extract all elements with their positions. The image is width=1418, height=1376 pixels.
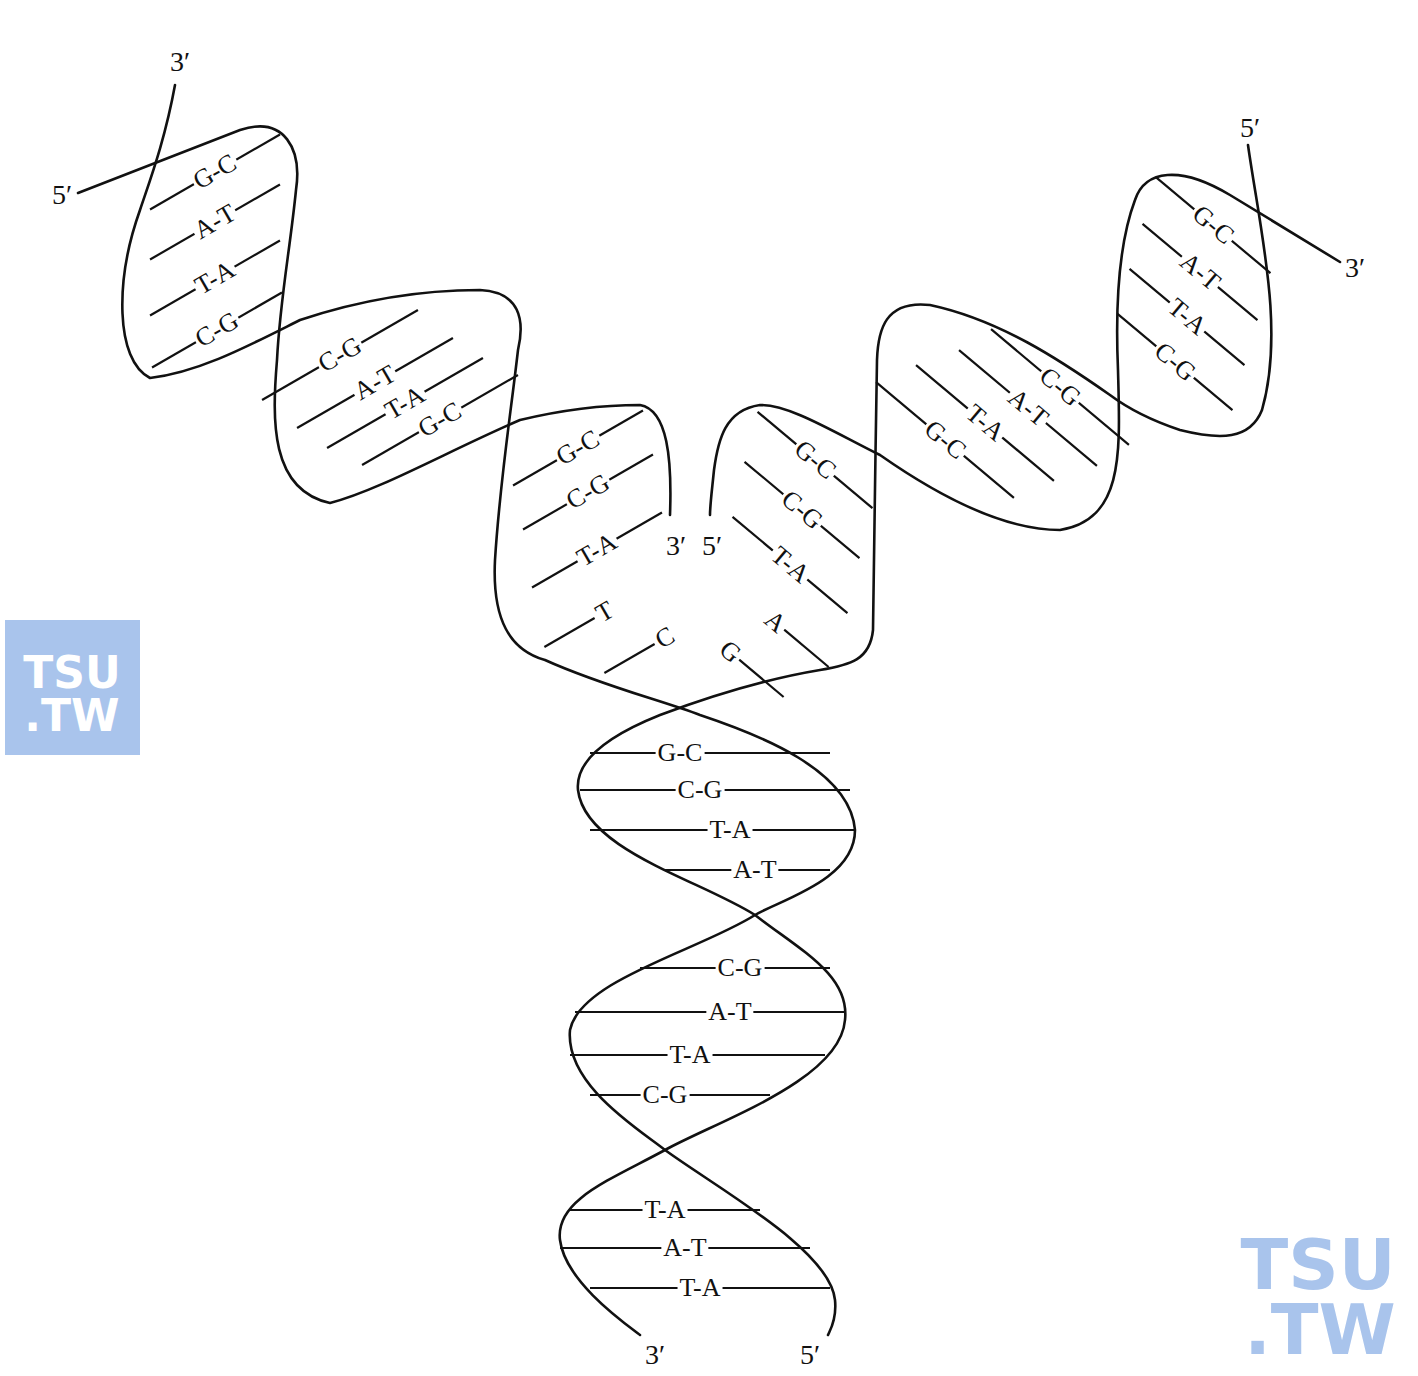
base-pair-label: C-G (312, 331, 368, 380)
watermark-box (5, 620, 140, 755)
base-pair-rung (523, 455, 653, 530)
base-pair-label: T-A (668, 1041, 713, 1069)
base-pair-label: G-C (187, 148, 243, 197)
base-pair-rung (532, 513, 662, 588)
base-pair-label: T-A (764, 540, 816, 590)
base-pair-label: T-A (189, 255, 242, 302)
base-pair-rung (150, 185, 280, 260)
base-pair-label: G-C (656, 739, 705, 767)
unpaired-base: T (589, 595, 620, 629)
base-pair-label: A-T (1173, 246, 1227, 298)
base-pair-rung (1156, 177, 1271, 273)
strand-end-label: 3′ (1343, 253, 1367, 283)
base-pair-rung (876, 382, 1014, 498)
base-pair-label: C-G (560, 468, 616, 517)
base-pair-label: A-T (731, 856, 778, 884)
strand-end-label: 5′ (50, 180, 74, 210)
base-pair-rung (1130, 269, 1245, 365)
watermark: .TW (24, 694, 119, 738)
base-pair-label: C-G (189, 306, 245, 355)
strand-end-label: 3′ (664, 531, 688, 561)
base-pair-rung (1143, 224, 1258, 320)
base-pair-label: T-A (708, 816, 753, 844)
base-pair-label: A-T (661, 1234, 708, 1262)
base-pair-label: C-G (774, 484, 829, 537)
base-pair-label: C-G (676, 776, 725, 804)
base-pair-label: C-G (641, 1081, 690, 1109)
watermark: .TW (1244, 1295, 1396, 1365)
strands (78, 85, 1340, 1335)
base-pair-label: G-C (787, 434, 842, 487)
watermark: TSU (23, 651, 120, 695)
base-pair-rung (150, 135, 280, 210)
watermark: TSU (1240, 1230, 1395, 1300)
strand (710, 175, 1340, 530)
base-pair-label: G-C (550, 424, 606, 473)
strand (560, 145, 1272, 1335)
strand (78, 126, 670, 515)
base-pair-label: T-A (678, 1274, 723, 1302)
base-pair-rung (745, 462, 860, 558)
base-pair-rung (758, 412, 873, 508)
strand-end-label: 3′ (168, 47, 192, 77)
unpaired-base: C (649, 621, 681, 656)
base-pair-rung (513, 411, 643, 486)
strand-end-label: 5′ (700, 531, 724, 561)
base-pair-rungs (150, 135, 1270, 1289)
base-pair-rung (604, 644, 654, 673)
strand-end-label: 5′ (1238, 113, 1262, 143)
base-pair-label: A-T (188, 198, 243, 246)
base-pair-rung (152, 293, 282, 368)
base-pair-label: C-G (1147, 336, 1202, 389)
base-pair-rung (327, 358, 483, 448)
strand-end-label: 3′ (643, 1340, 667, 1370)
base-pair-rung (1118, 314, 1233, 410)
base-pair-rung (959, 350, 1097, 466)
base-pair-label: G-C (1185, 199, 1240, 252)
base-pair-rung (733, 517, 848, 613)
base-pair-rung (784, 630, 828, 667)
strand-end-label: 5′ (798, 1340, 822, 1370)
base-pair-rung (991, 329, 1129, 445)
base-pair-label: A-T (706, 998, 753, 1026)
unpaired-base: G (712, 634, 747, 670)
base-pair-label: T-A (1161, 292, 1213, 342)
base-pair-label: C-G (716, 954, 765, 982)
base-pair-label: T-A (643, 1196, 688, 1224)
unpaired-base: A (757, 604, 792, 640)
base-pair-label: T-A (571, 527, 624, 574)
strand (122, 85, 855, 1335)
base-pair-rung (544, 618, 594, 647)
